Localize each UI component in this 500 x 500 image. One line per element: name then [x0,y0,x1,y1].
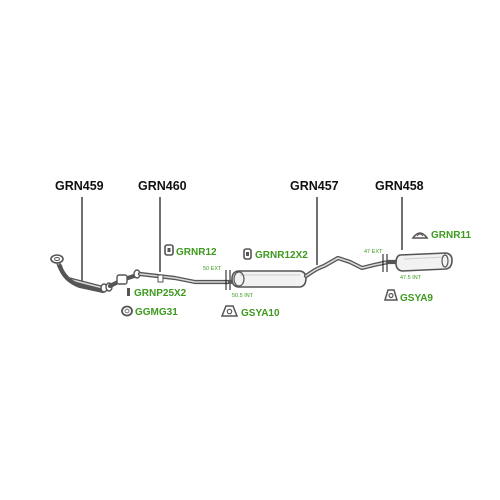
bracket-icon-gsya10 [220,305,239,317]
part-label-grnr12x2: GRNR12X2 [255,250,308,261]
section-label-grn460: GRN460 [138,179,187,193]
center-silencer [227,255,391,288]
part-label-gsya9: GSYA9 [400,293,433,304]
part-label-grnr12: GRNR12 [176,247,217,258]
part-label-grnp25x2: GRNP25X2 [134,288,187,299]
section-label-grn459: GRN459 [55,179,104,193]
section-label-grn458: GRN458 [375,179,424,193]
gasket-ring-icon-ggmg31 [121,305,133,317]
section-label-grn457: GRN457 [290,179,339,193]
rubber-hanger-icon-grnr11 [411,232,429,239]
dimension-label-47-ext: 47 EXT [364,249,383,255]
part-label-grnr11: GRNR11 [431,230,471,241]
dimension-label-50-ext: 50 EXT [203,266,222,272]
rubber-hanger-icon-grnr12 [164,244,174,256]
bracket-icon-gsya9 [383,289,399,301]
part-label-gsya10: GSYA10 [241,308,280,319]
bolt-icon-grnp25x2 [127,288,130,296]
part-label-ggmg31: GGMG31 [135,307,178,318]
rear-silencer [385,252,453,272]
dimension-label-47-5-int: 47.5 INT [400,275,422,281]
dimension-label-50-5-int: 50.5 INT [232,293,254,299]
front-downpipe [50,254,113,294]
intermediate-pipe [107,269,231,289]
rubber-hanger-icon-grnr12x2 [243,248,252,260]
